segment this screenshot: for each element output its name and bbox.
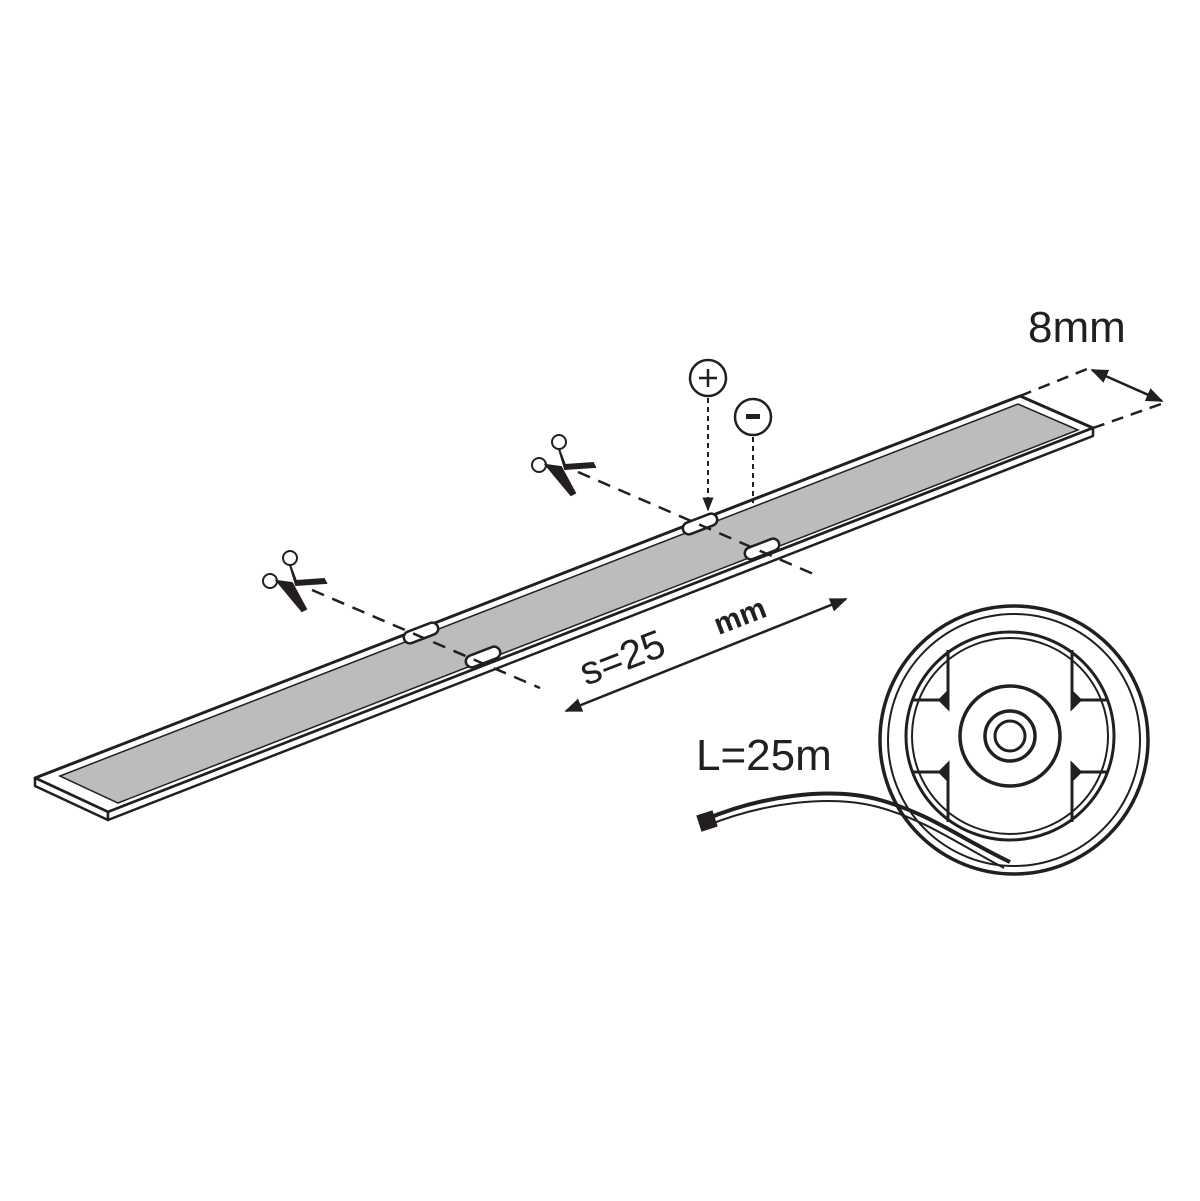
scissors-icon (531, 434, 597, 497)
length-label: L=25m (696, 731, 832, 780)
cut-lines (311, 470, 819, 690)
solder-pad (464, 645, 502, 669)
spacing-unit: mm (709, 592, 771, 642)
negative-marker (733, 397, 773, 503)
tape-reel-icon (696, 604, 1150, 876)
width-dimension: 8mm (1019, 303, 1165, 430)
solder-pad (743, 537, 781, 561)
width-label: 8mm (1028, 303, 1126, 352)
scissors-icon (262, 550, 328, 613)
tape-tail (703, 791, 1011, 864)
positive-marker (688, 358, 728, 512)
cut-line-1 (311, 588, 541, 690)
